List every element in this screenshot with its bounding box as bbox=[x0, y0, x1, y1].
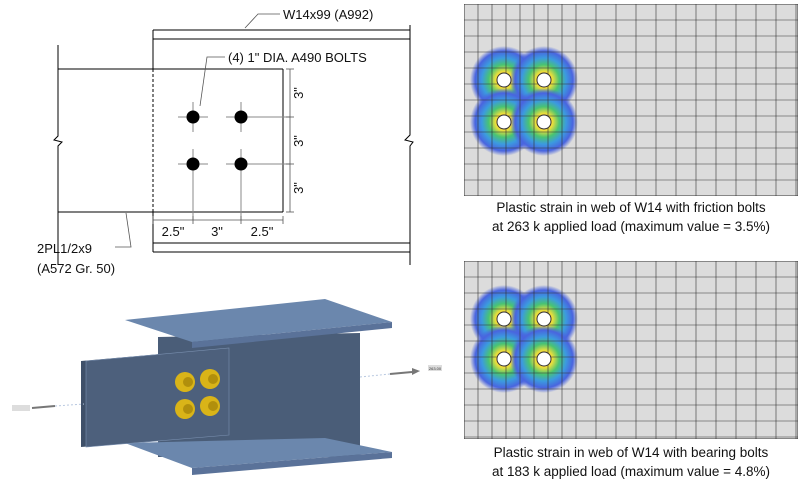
load-label: 263.00 bbox=[429, 366, 442, 371]
bolt-hole bbox=[536, 311, 552, 327]
dim-label: 2.5" bbox=[162, 224, 185, 239]
bolt-pattern bbox=[178, 102, 290, 220]
mesh-grid bbox=[464, 261, 798, 439]
bolt-hole bbox=[536, 72, 552, 88]
mesh-grid bbox=[464, 4, 798, 196]
bolt-heads bbox=[175, 369, 220, 419]
caption-bearing: Plastic strain in web of W14 with bearin… bbox=[491, 445, 771, 479]
bolt-hole bbox=[536, 114, 552, 130]
plate-label: 2PL1/2x9 bbox=[37, 241, 92, 256]
dim-label: 2.5" bbox=[251, 224, 274, 239]
beam-label: W14x99 (A992) bbox=[283, 7, 373, 22]
connection-drawing: W14x99 (A992) (4) 1" DIA. A490 BOLTS 2PL… bbox=[37, 7, 414, 276]
dim-label: 3" bbox=[211, 224, 223, 239]
dim-label: 3" bbox=[291, 87, 306, 99]
bolts-label: (4) 1" DIA. A490 BOLTS bbox=[228, 50, 367, 65]
bolt-hole bbox=[496, 72, 512, 88]
splice-plate bbox=[53, 45, 284, 265]
dim-label: 3" bbox=[291, 182, 306, 194]
3d-model: 263.00 bbox=[12, 299, 442, 475]
bolt-hole bbox=[496, 311, 512, 327]
strain-plot-bearing bbox=[464, 261, 798, 439]
bolt-hole bbox=[536, 351, 552, 367]
caption-friction: Plastic strain in web of W14 with fricti… bbox=[491, 200, 771, 234]
bolt-hole bbox=[496, 114, 512, 130]
strain-plot-friction bbox=[464, 4, 798, 196]
plate-material-label: (A572 Gr. 50) bbox=[37, 261, 115, 276]
dim-label: 3" bbox=[291, 135, 306, 147]
bolt-hole bbox=[496, 351, 512, 367]
